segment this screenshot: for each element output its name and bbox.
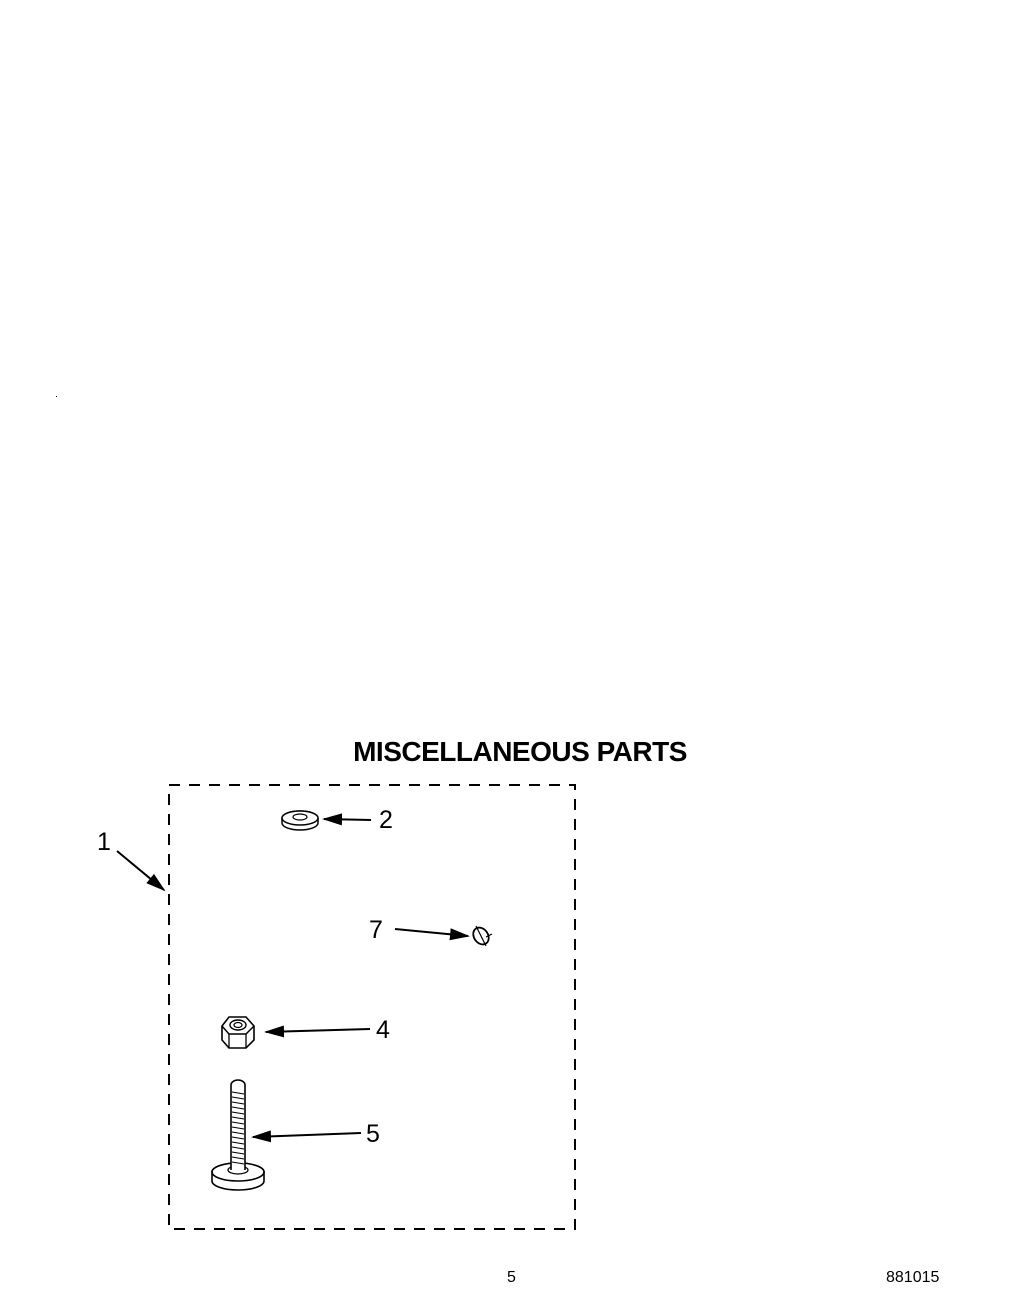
leader-1 [116, 850, 166, 892]
leader-2 [322, 813, 372, 826]
callout-2: 2 [379, 806, 393, 834]
scan-speck [56, 396, 57, 397]
hex-nut-icon [221, 1016, 255, 1049]
page-number: 5 [507, 1269, 516, 1286]
callout-7: 7 [369, 916, 383, 944]
leveling-leg-bolt-icon [211, 1079, 265, 1191]
callout-5: 5 [366, 1120, 380, 1148]
section-title: MISCELLANEOUS PARTS [0, 736, 1036, 768]
callout-1: 1 [97, 828, 111, 856]
leader-5 [251, 1130, 362, 1143]
leader-4 [264, 1025, 371, 1038]
kit-box-outline [168, 784, 576, 1230]
clip-ring-icon [472, 925, 493, 947]
section-title-text: MISCELLANEOUS PARTS [353, 736, 687, 767]
callout-4: 4 [376, 1016, 390, 1044]
leader-7 [394, 928, 470, 941]
document-code: 881015 [886, 1269, 940, 1286]
washer-icon [281, 810, 319, 831]
